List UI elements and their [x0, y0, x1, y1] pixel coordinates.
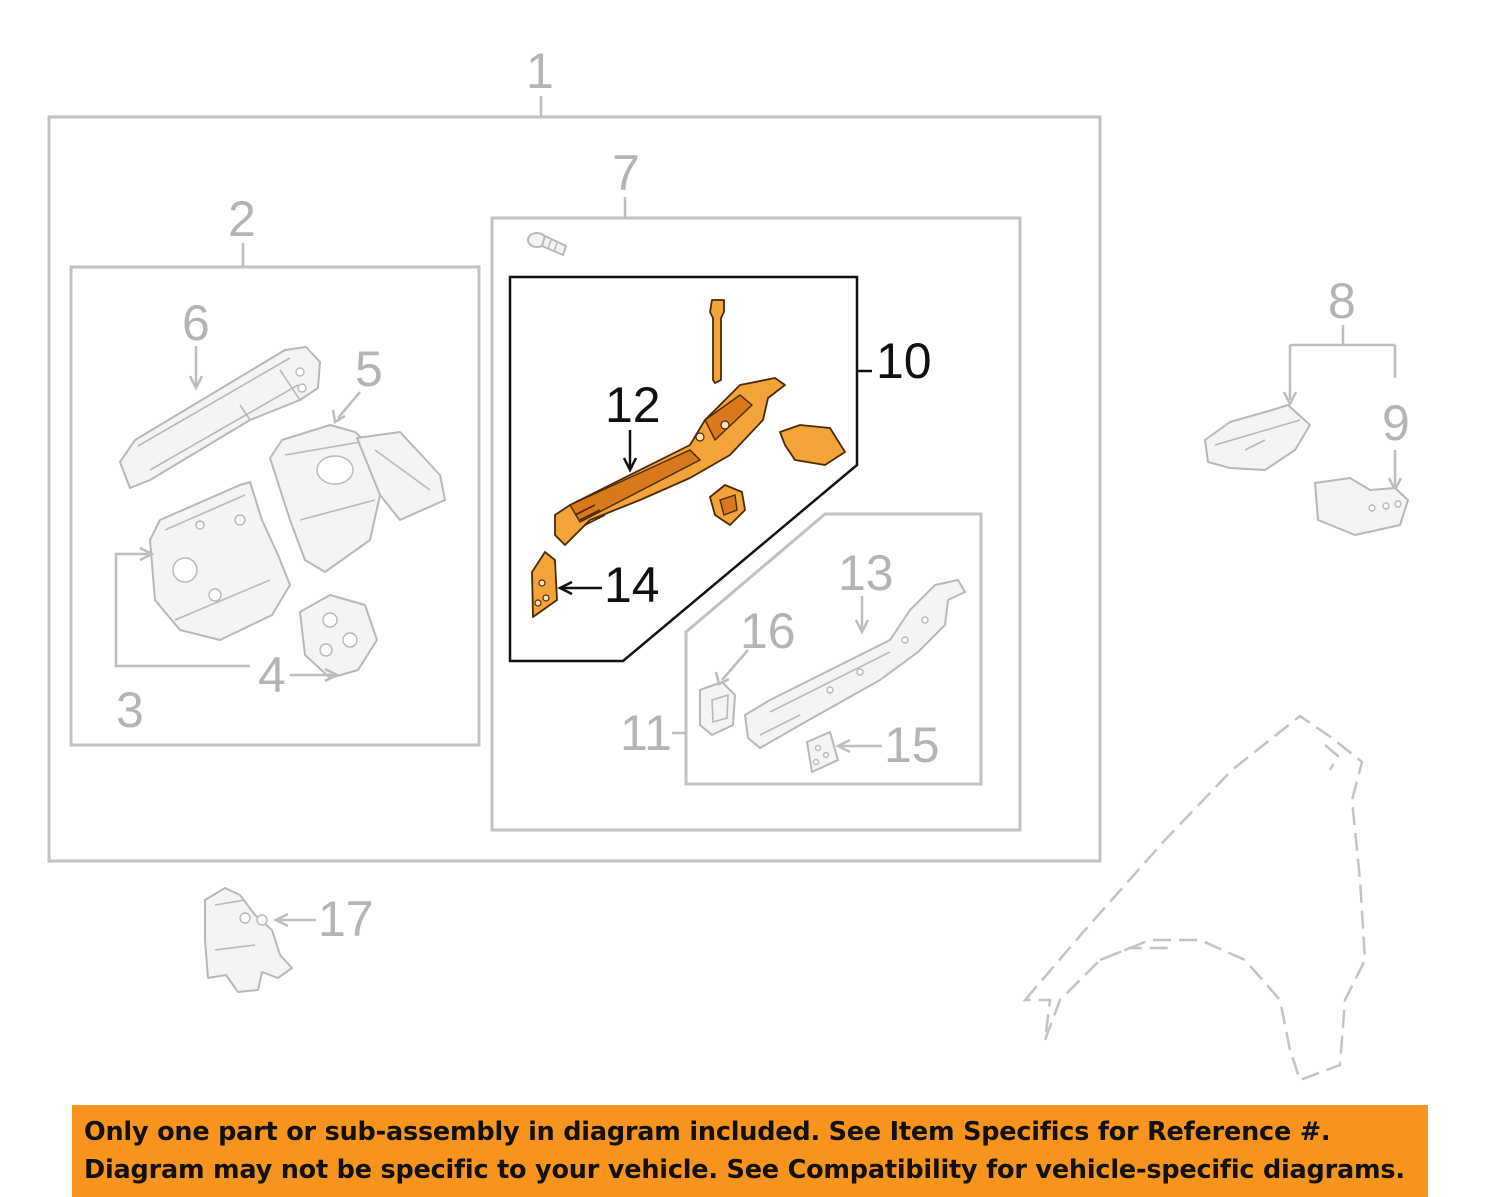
part-8-bracket: [1204, 404, 1311, 471]
disclaimer-banner: Only one part or sub-assembly in diagram…: [72, 1105, 1428, 1197]
part-16-bracket: [699, 681, 736, 736]
part-15-plate: [806, 731, 839, 773]
part-5-apron-panel: [269, 424, 446, 573]
callout-16: 16: [740, 603, 796, 659]
callout-14: 14: [604, 557, 660, 613]
part-9-bracket: [1314, 477, 1409, 536]
callout-6: 6: [182, 295, 210, 351]
disclaimer-line-1: Only one part or sub-assembly in diagram…: [84, 1117, 1331, 1147]
callout-5: 5: [355, 341, 383, 397]
callout-3: 3: [116, 682, 144, 738]
callout-11: 11: [620, 705, 672, 761]
part-17-mount: [204, 887, 293, 993]
assembly-box-7: [490, 216, 1022, 832]
assembly-box-2: [69, 265, 481, 747]
callout-15: 15: [884, 717, 940, 773]
assembly-box-10: [508, 275, 859, 663]
callout-2: 2: [228, 191, 256, 247]
callout-10: 10: [876, 333, 932, 389]
fender-outline: [1022, 714, 1367, 1082]
callout-9: 9: [1382, 395, 1410, 451]
callout-12: 12: [605, 377, 661, 433]
part-4-bracket: [299, 594, 378, 679]
assembly-box-1: [47, 115, 1102, 863]
part-12-frame-rail: [554, 377, 786, 546]
part-extension-piece: [779, 424, 846, 466]
assembly-box-11: [684, 512, 983, 786]
part-3-wheelhouse-panel: [149, 481, 291, 641]
part-14-bracket: [531, 551, 558, 618]
disclaimer-line-2: Diagram may not be specific to your vehi…: [84, 1155, 1405, 1185]
part-bolt-10: [709, 299, 725, 384]
bolt-icon: [527, 232, 567, 256]
callout-8: 8: [1328, 273, 1356, 329]
part-small-reinforcement: [709, 484, 746, 526]
callout-1: 1: [526, 43, 554, 99]
part-6-upper-rail: [119, 346, 321, 489]
callout-17: 17: [318, 891, 374, 947]
callout-13: 13: [838, 545, 894, 601]
callout-7: 7: [612, 145, 640, 201]
part-13-rail: [744, 579, 966, 749]
callout-4: 4: [258, 647, 286, 703]
